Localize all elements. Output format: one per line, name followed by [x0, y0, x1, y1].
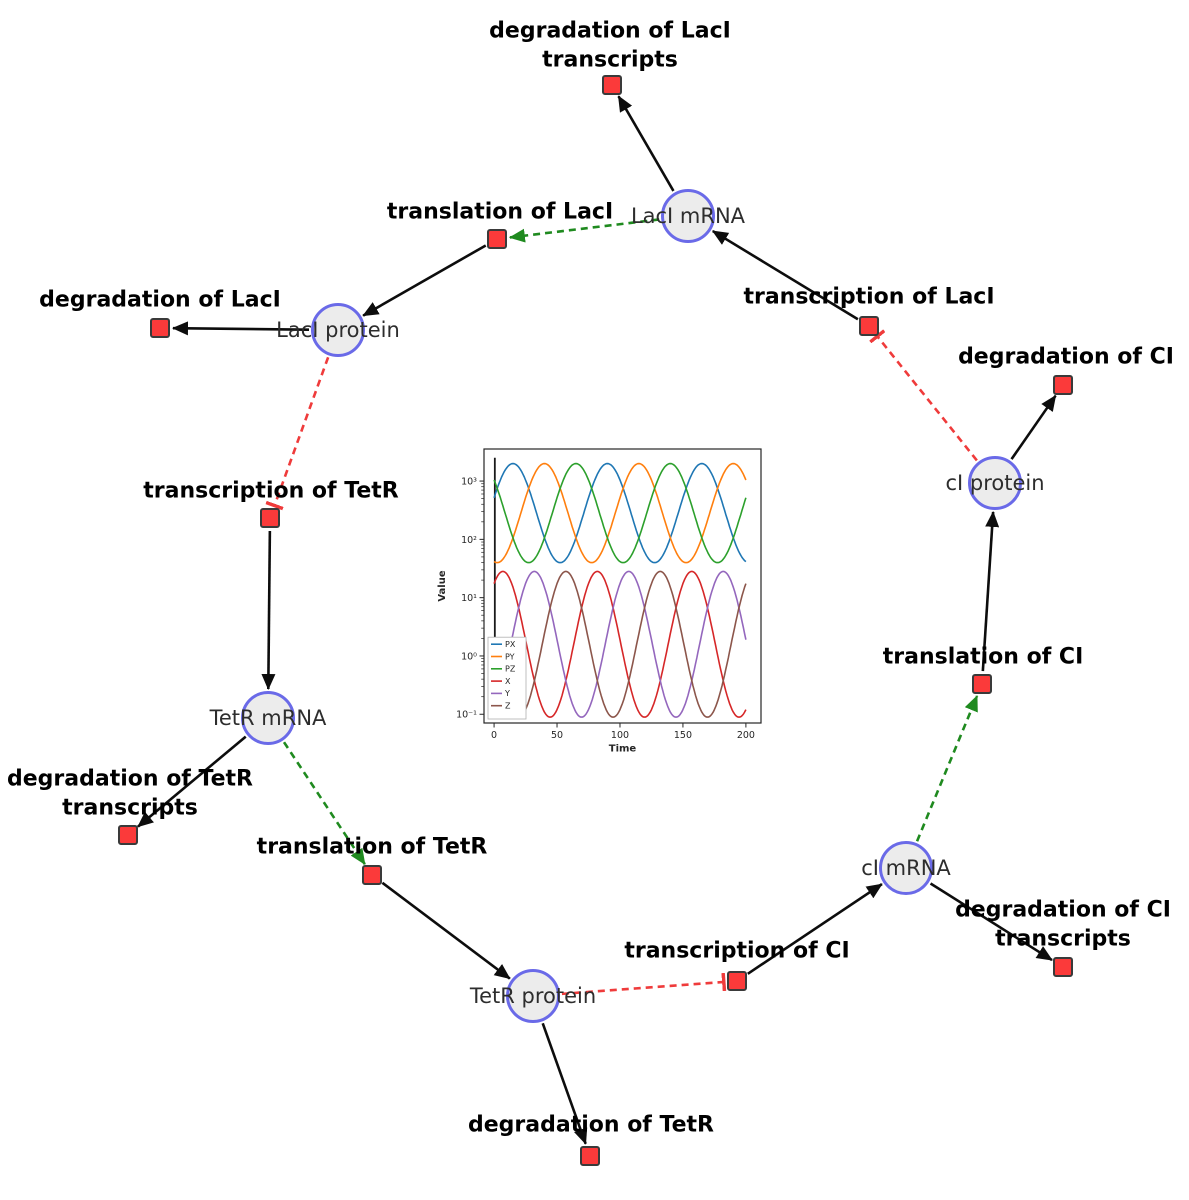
reaction-label-deg_laci_transcripts: degradation of LacItranscripts [489, 17, 731, 74]
species-label-laci_protein: LacI protein [276, 318, 400, 342]
reaction-node-translation_ci [972, 674, 992, 694]
reaction-label-line: degradation of LacI [489, 17, 731, 46]
reaction-node-deg_ci [1053, 375, 1073, 395]
reaction-node-deg_laci [150, 318, 170, 338]
reaction-label-line: degradation of LacI [39, 287, 281, 316]
species-label-tetr_protein: TetR protein [470, 984, 596, 1008]
reaction-label-deg_laci: degradation of LacI [39, 287, 281, 316]
reaction-node-transcription_ci [727, 971, 747, 991]
reaction-label-line: transcripts [489, 46, 731, 75]
reaction-node-deg_laci_transcripts [602, 75, 622, 95]
reaction-label-line: transcripts [7, 794, 253, 823]
x-axis-label: Time [609, 744, 637, 755]
reaction-label-translation_tetr: translation of TetR [257, 834, 488, 863]
species-label-laci_mrna: LacI mRNA [631, 204, 745, 228]
species-label-ci_mrna: cI mRNA [861, 856, 951, 880]
y-tick-label: 10² [461, 535, 477, 546]
species-label-ci_protein: cI protein [945, 471, 1044, 495]
y-tick-label: 10⁻¹ [456, 710, 477, 721]
reaction-label-translation_laci: translation of LacI [387, 199, 613, 228]
reaction-label-line: transcription of TetR [143, 478, 398, 507]
legend-label-PY: PY [505, 652, 515, 661]
oscillation-chart: 0 50 100 150 200 10⁻¹ 10⁰ 10¹ 10² 10³ Time ValuePX P… [428, 439, 775, 761]
x-tick-label: 50 [551, 730, 563, 741]
legend-label-PZ: PZ [505, 665, 516, 674]
reaction-node-translation_laci [487, 229, 507, 249]
reaction-label-translation_ci: translation of CI [883, 644, 1084, 673]
y-tick-label: 10³ [461, 476, 477, 487]
species-label-tetr_mrna: TetR mRNA [210, 706, 327, 730]
reaction-label-line: degradation of TetR [468, 1112, 714, 1141]
legend-label-Z: Z [505, 702, 511, 711]
reaction-label-transcription_laci: transcription of LacI [743, 284, 994, 313]
legend-label-PX: PX [505, 640, 516, 649]
reaction-node-deg_tetr_transcripts [118, 825, 138, 845]
reaction-label-deg_ci_transcripts: degradation of CItranscripts [955, 896, 1171, 953]
reaction-label-deg_tetr_transcripts: degradation of TetRtranscripts [7, 765, 253, 822]
reaction-label-deg_ci: degradation of CI [958, 344, 1174, 373]
y-axis-label: Value [437, 570, 448, 601]
reaction-label-transcription_tetr: transcription of TetR [143, 478, 398, 507]
reaction-label-line: transcripts [955, 925, 1171, 954]
reaction-label-deg_tetr: degradation of TetR [468, 1112, 714, 1141]
reaction-label-line: transcription of LacI [743, 284, 994, 313]
y-tick-label: 10⁰ [461, 651, 477, 662]
reaction-label-line: degradation of CI [958, 344, 1174, 373]
reaction-node-transcription_laci [859, 316, 879, 336]
reaction-node-transcription_tetr [260, 508, 280, 528]
reaction-node-deg_ci_transcripts [1053, 957, 1073, 977]
reaction-label-line: degradation of CI [955, 896, 1171, 925]
legend-label-Y: Y [504, 689, 510, 698]
reaction-label-line: translation of TetR [257, 834, 488, 863]
x-tick-label: 0 [491, 730, 497, 741]
reaction-label-transcription_ci: transcription of CI [624, 938, 849, 967]
x-tick-label: 100 [611, 730, 629, 741]
reaction-label-line: degradation of TetR [7, 765, 253, 794]
reaction-label-line: translation of CI [883, 644, 1084, 673]
x-tick-label: 150 [674, 730, 692, 741]
y-tick-label: 10¹ [461, 593, 477, 604]
legend-label-X: X [505, 677, 511, 686]
x-tick-label: 200 [737, 730, 755, 741]
reaction-label-line: transcription of CI [624, 938, 849, 967]
reaction-node-deg_tetr [580, 1146, 600, 1166]
reaction-node-translation_tetr [362, 865, 382, 885]
simulation-inset-plot: 0 50 100 150 200 10⁻¹ 10⁰ 10¹ 10² 10³ Time ValuePX P… [428, 439, 775, 761]
reaction-label-line: translation of LacI [387, 199, 613, 228]
